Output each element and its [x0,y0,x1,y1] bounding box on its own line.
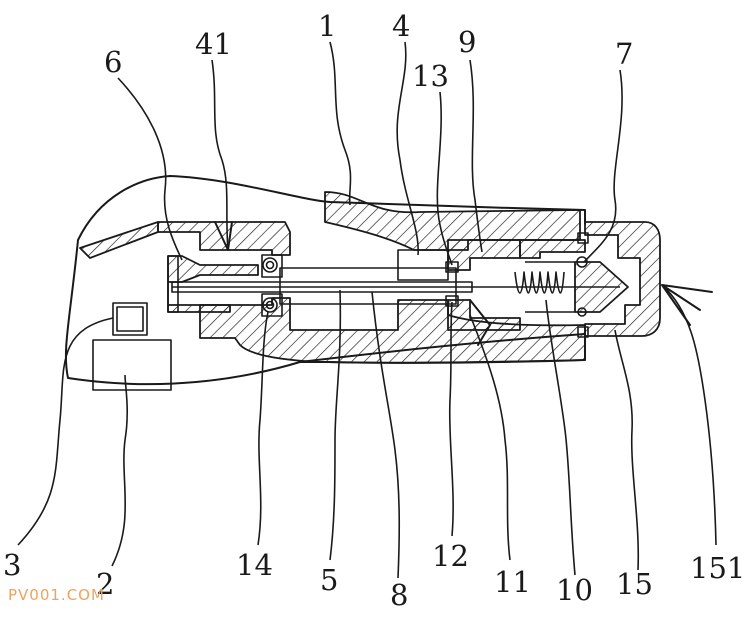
bearing-upper [262,257,278,273]
leader-12 [448,301,454,537]
component-3-inner [116,306,144,332]
leader-9 [469,59,483,253]
leader-6 [117,77,183,261]
tip-ball-lower [577,307,587,317]
bearing-housing-upper [261,254,283,278]
bearing-lower [262,297,278,313]
inner-tube-8 [279,267,457,305]
label-5: 5 [320,563,338,597]
leader-2 [111,374,129,567]
housing-upper-hatch [157,221,291,256]
label-10: 10 [556,573,593,607]
label-15: 15 [616,567,653,601]
label-1: 1 [318,9,336,43]
label-151: 151 [690,551,745,585]
leader-151-fan [661,284,713,326]
label-2: 2 [96,567,114,601]
leader-1 [329,41,352,206]
leader-41-arrow [214,221,233,251]
label-11: 11 [494,565,531,599]
label-14: 14 [236,548,273,582]
leader-8 [371,291,401,579]
leader-15 [614,329,640,571]
bearing-housing-lower [261,293,283,317]
leader-41 [211,59,229,251]
tip-ball [576,256,588,268]
seal-ring-lower [577,326,589,338]
nose-cap-hatch [584,221,661,337]
leader-10 [545,299,576,576]
leader-5 [329,289,342,561]
leader-11-arrow [469,299,491,346]
spring-10 [514,271,565,294]
valve-body-6 [167,255,259,313]
leader-151 [661,284,717,546]
chamber-4 [397,249,449,281]
label-12: 12 [432,539,469,573]
needle-tip-7 [574,261,629,313]
housing-lower-hatch [199,297,586,364]
component-3 [112,302,148,336]
label-4: 4 [392,9,410,43]
leader-7 [583,69,623,263]
label-6: 6 [104,45,122,79]
sleeve-wedge [519,239,586,259]
label-8: 8 [390,578,408,612]
leader-13 [436,91,453,266]
watermark: PV001.COM [8,586,105,604]
label-13: 13 [412,59,449,93]
guide-rail-left [79,221,159,259]
leader-3 [17,317,114,546]
label-9: 9 [458,25,476,59]
gasket-13 [445,261,459,273]
seal-ring-upper [577,232,589,244]
valve-seat [167,255,179,313]
component-2 [92,339,172,391]
bearing-lower-inner [265,300,275,310]
label-7: 7 [615,37,633,71]
bearing-upper-inner [265,260,275,270]
leader-14 [257,311,269,546]
label-41: 41 [195,27,232,61]
leader-11 [469,314,511,561]
leader-4 [396,41,419,256]
spring-tube [525,261,575,313]
label-3: 3 [3,548,21,582]
